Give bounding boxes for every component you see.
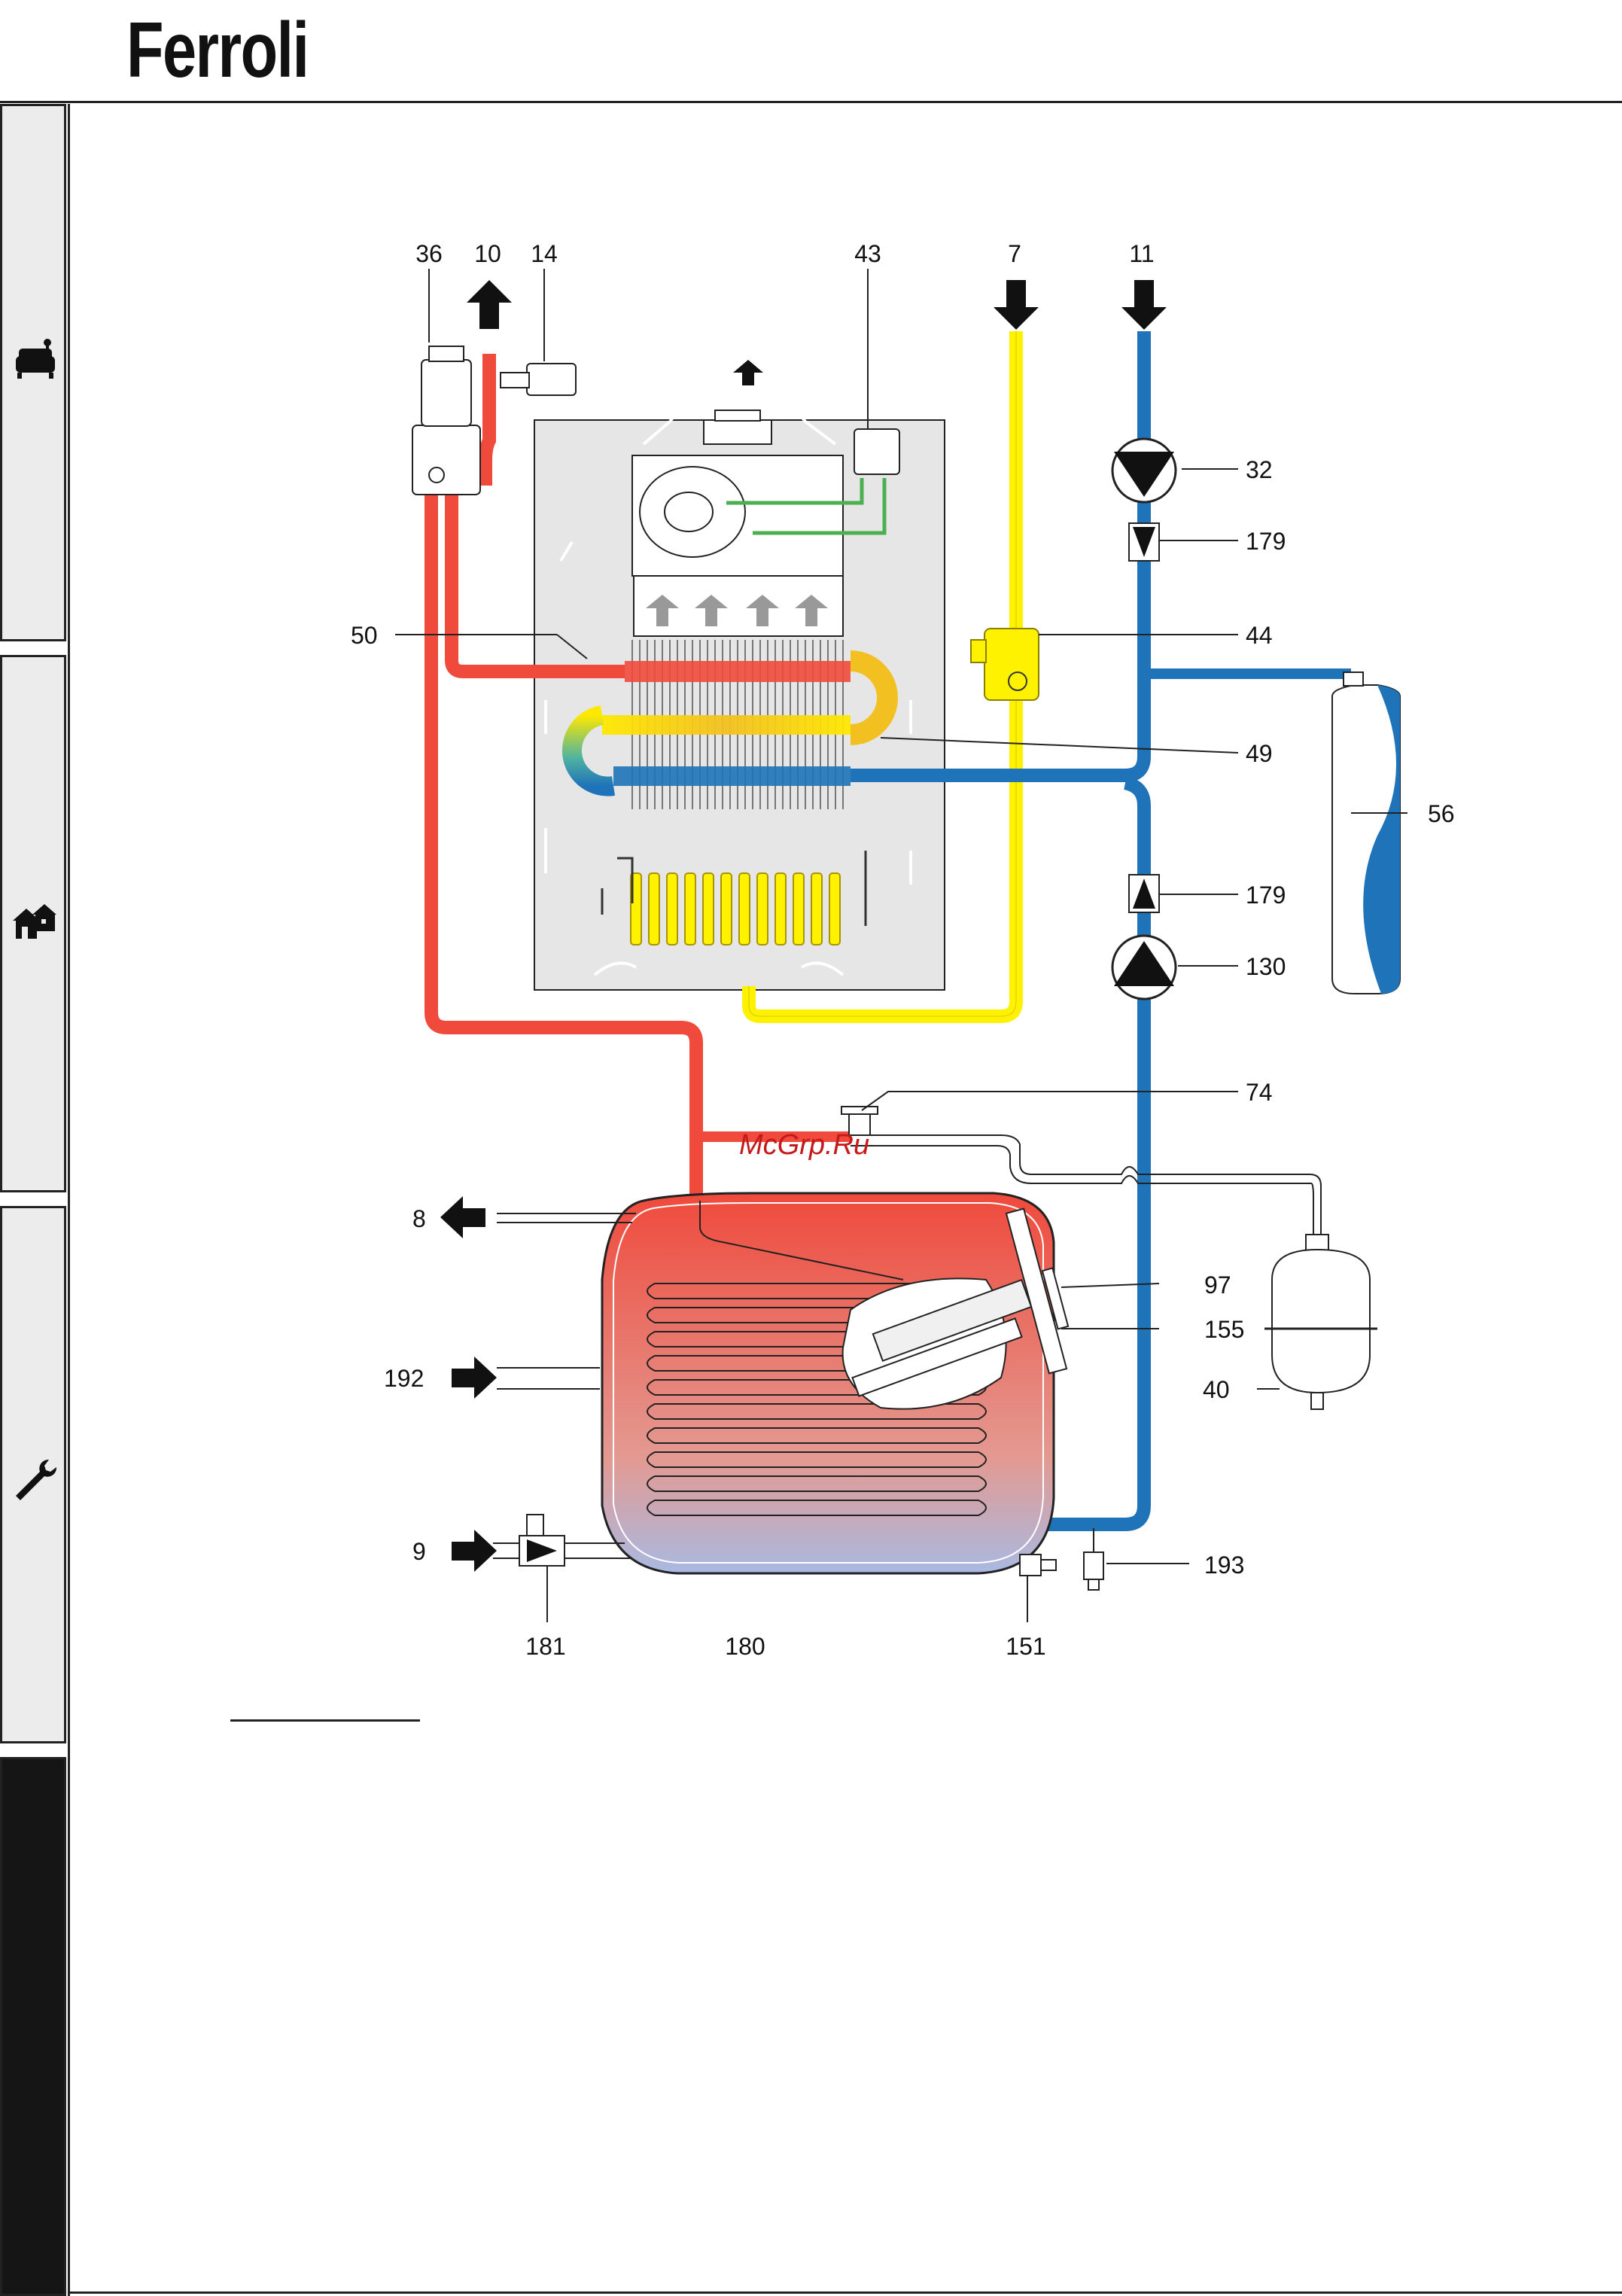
callout-151: 151 [1006, 1633, 1045, 1660]
callout-43: 43 [854, 240, 881, 267]
callout-97: 97 [1204, 1271, 1231, 1299]
callout-179-top: 179 [1246, 528, 1286, 555]
callout-50: 50 [351, 622, 378, 649]
drain-valve-193 [1084, 1552, 1103, 1579]
callout-40: 40 [1203, 1376, 1230, 1403]
heating-outlet-pipe [485, 354, 489, 486]
three-way-valve [412, 425, 480, 495]
callout-56: 56 [1428, 800, 1455, 827]
exchanger-tube-top [625, 661, 851, 682]
dhw-expansion-vessel [1272, 1250, 1370, 1393]
callout-130: 130 [1246, 953, 1286, 980]
callout-192: 192 [384, 1365, 424, 1392]
callout-180: 180 [725, 1633, 765, 1660]
callout-74: 74 [1246, 1079, 1273, 1106]
return-inlet-arrow-icon [1121, 280, 1167, 330]
dhw-recirc-pipe [497, 1368, 600, 1389]
exhaust-arrow-icon [733, 360, 763, 385]
dhw-outlet-arrow-icon [440, 1196, 485, 1238]
callout-179-lower: 179 [1246, 882, 1286, 909]
caption-rule [230, 1719, 420, 1722]
recirc-inlet-arrow-icon [452, 1357, 497, 1399]
air-vent [421, 360, 471, 426]
callout-44: 44 [1246, 622, 1273, 649]
gas-valve [984, 629, 1039, 700]
drain-tap [1020, 1555, 1041, 1576]
safety-valve [527, 364, 576, 395]
callout-155: 155 [1204, 1316, 1244, 1343]
exchanger-tube-bottom [613, 766, 851, 786]
callout-11: 11 [1129, 240, 1154, 267]
gas-inlet-arrow-icon [994, 280, 1039, 330]
callout-32: 32 [1246, 456, 1273, 483]
callout-9: 9 [412, 1538, 426, 1565]
callout-181: 181 [525, 1633, 565, 1660]
callout-49: 49 [1246, 740, 1273, 767]
callout-14: 14 [531, 240, 558, 267]
flue-outlet [704, 420, 771, 444]
callout-193: 193 [1204, 1551, 1244, 1579]
cold-inlet-arrow-icon [452, 1530, 497, 1572]
exchanger-tube-middle [602, 715, 851, 735]
heating-outlet-arrow-icon [467, 280, 512, 329]
dhw-outlet-pipe [497, 1213, 636, 1223]
watermark-text: McGrp.Ru [739, 1129, 869, 1162]
pressure-switch [854, 429, 899, 474]
callout-10: 10 [474, 240, 501, 267]
callout-7: 7 [1008, 240, 1021, 267]
callout-36: 36 [415, 240, 443, 267]
callout-8: 8 [412, 1205, 426, 1232]
